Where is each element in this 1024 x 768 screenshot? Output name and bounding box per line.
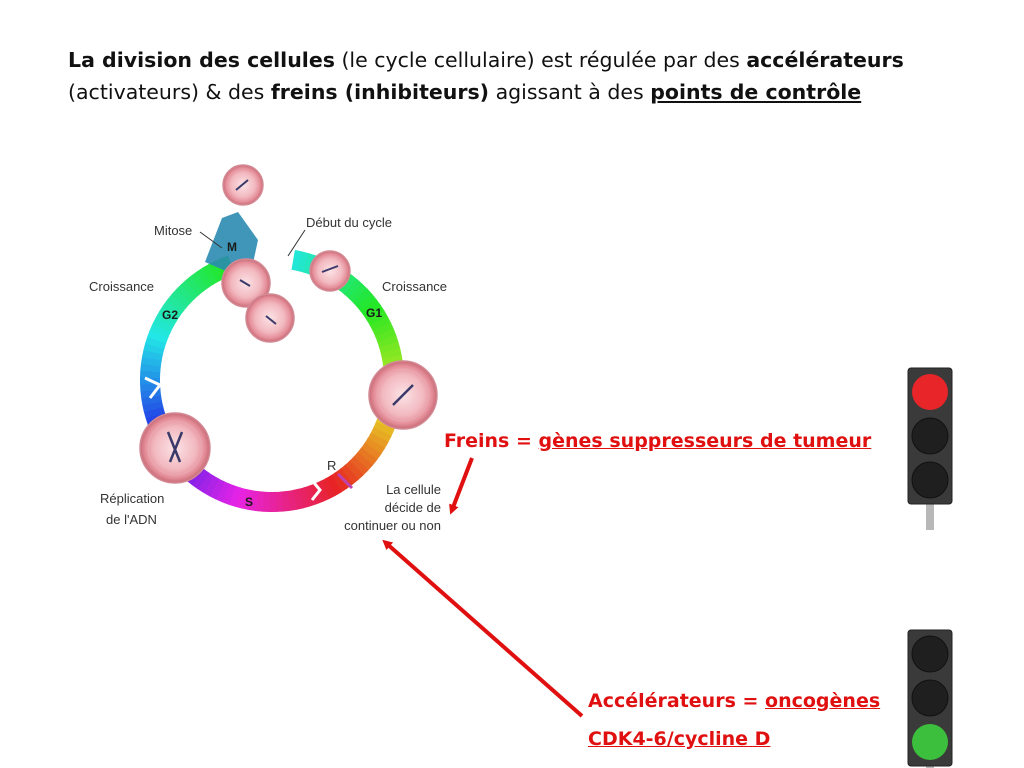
label-replication-1: Réplication xyxy=(100,491,164,506)
label-replication-2: de l'ADN xyxy=(106,512,157,527)
title-part-2: (le cycle cellulaire) est régulée par de… xyxy=(334,48,747,72)
label-m: M xyxy=(227,240,237,254)
freins-link: gènes suppresseurs de tumeur xyxy=(538,430,872,452)
cell-g1-large xyxy=(368,360,438,430)
accelerateurs-label: Accélérateurs = oncogènes xyxy=(588,690,880,712)
accelerateurs-cdk: CDK4-6/cycline D xyxy=(588,728,771,750)
restriction-point-marker xyxy=(336,472,354,490)
page-title: La division des cellules (le cycle cellu… xyxy=(68,44,968,108)
arrow-freins xyxy=(449,457,474,515)
cell-g1-small xyxy=(309,250,351,292)
label-g1: G1 xyxy=(366,306,382,320)
title-part-7: points de contrôle xyxy=(650,80,862,104)
accelerateurs-line2: CDK4-6/cycline D xyxy=(588,728,770,750)
label-decide-2: décide de xyxy=(385,500,441,515)
title-part-6: agissant à des xyxy=(489,80,651,104)
phase-separators xyxy=(144,239,322,501)
label-decide-3: continuer ou non xyxy=(344,518,441,533)
title-part-5: freins (inhibiteurs) xyxy=(270,80,490,104)
light-green-on xyxy=(912,724,948,760)
title-part-1: La division des cellules xyxy=(68,48,335,72)
accelerateurs-prefix: Accélérateurs = xyxy=(588,690,766,712)
freins-prefix: Freins = xyxy=(444,430,539,452)
light-off xyxy=(911,679,949,717)
leader-lines xyxy=(199,229,306,257)
traffic-light-red xyxy=(907,367,953,530)
light-off xyxy=(911,417,949,455)
label-croissance-right: Croissance xyxy=(382,279,447,294)
title-part-4: (activateurs) & des xyxy=(68,80,271,104)
cell-s-phase xyxy=(139,412,211,484)
freins-label: Freins = gènes suppresseurs de tumeur xyxy=(444,430,871,452)
label-s: S xyxy=(245,495,253,509)
cycle-ring-colors xyxy=(140,250,404,512)
label-mitose: Mitose xyxy=(154,223,192,238)
label-g2: G2 xyxy=(162,308,178,322)
cell-top xyxy=(222,164,264,206)
title-part-3: accélérateurs xyxy=(746,48,904,72)
label-croissance-left: Croissance xyxy=(89,279,154,294)
mitosis-wedge xyxy=(205,212,258,272)
label-r: R xyxy=(327,458,336,473)
label-debut-cycle: Début du cycle xyxy=(306,215,392,230)
light-off xyxy=(911,635,949,673)
light-red-on xyxy=(912,374,948,410)
accelerateurs-link: oncogènes xyxy=(765,690,881,712)
light-off xyxy=(911,461,949,499)
traffic-light-green xyxy=(907,629,953,768)
cell-dividing xyxy=(221,258,295,343)
arrow-accelerateurs xyxy=(382,539,584,718)
label-decide-1: La cellule xyxy=(386,482,441,497)
